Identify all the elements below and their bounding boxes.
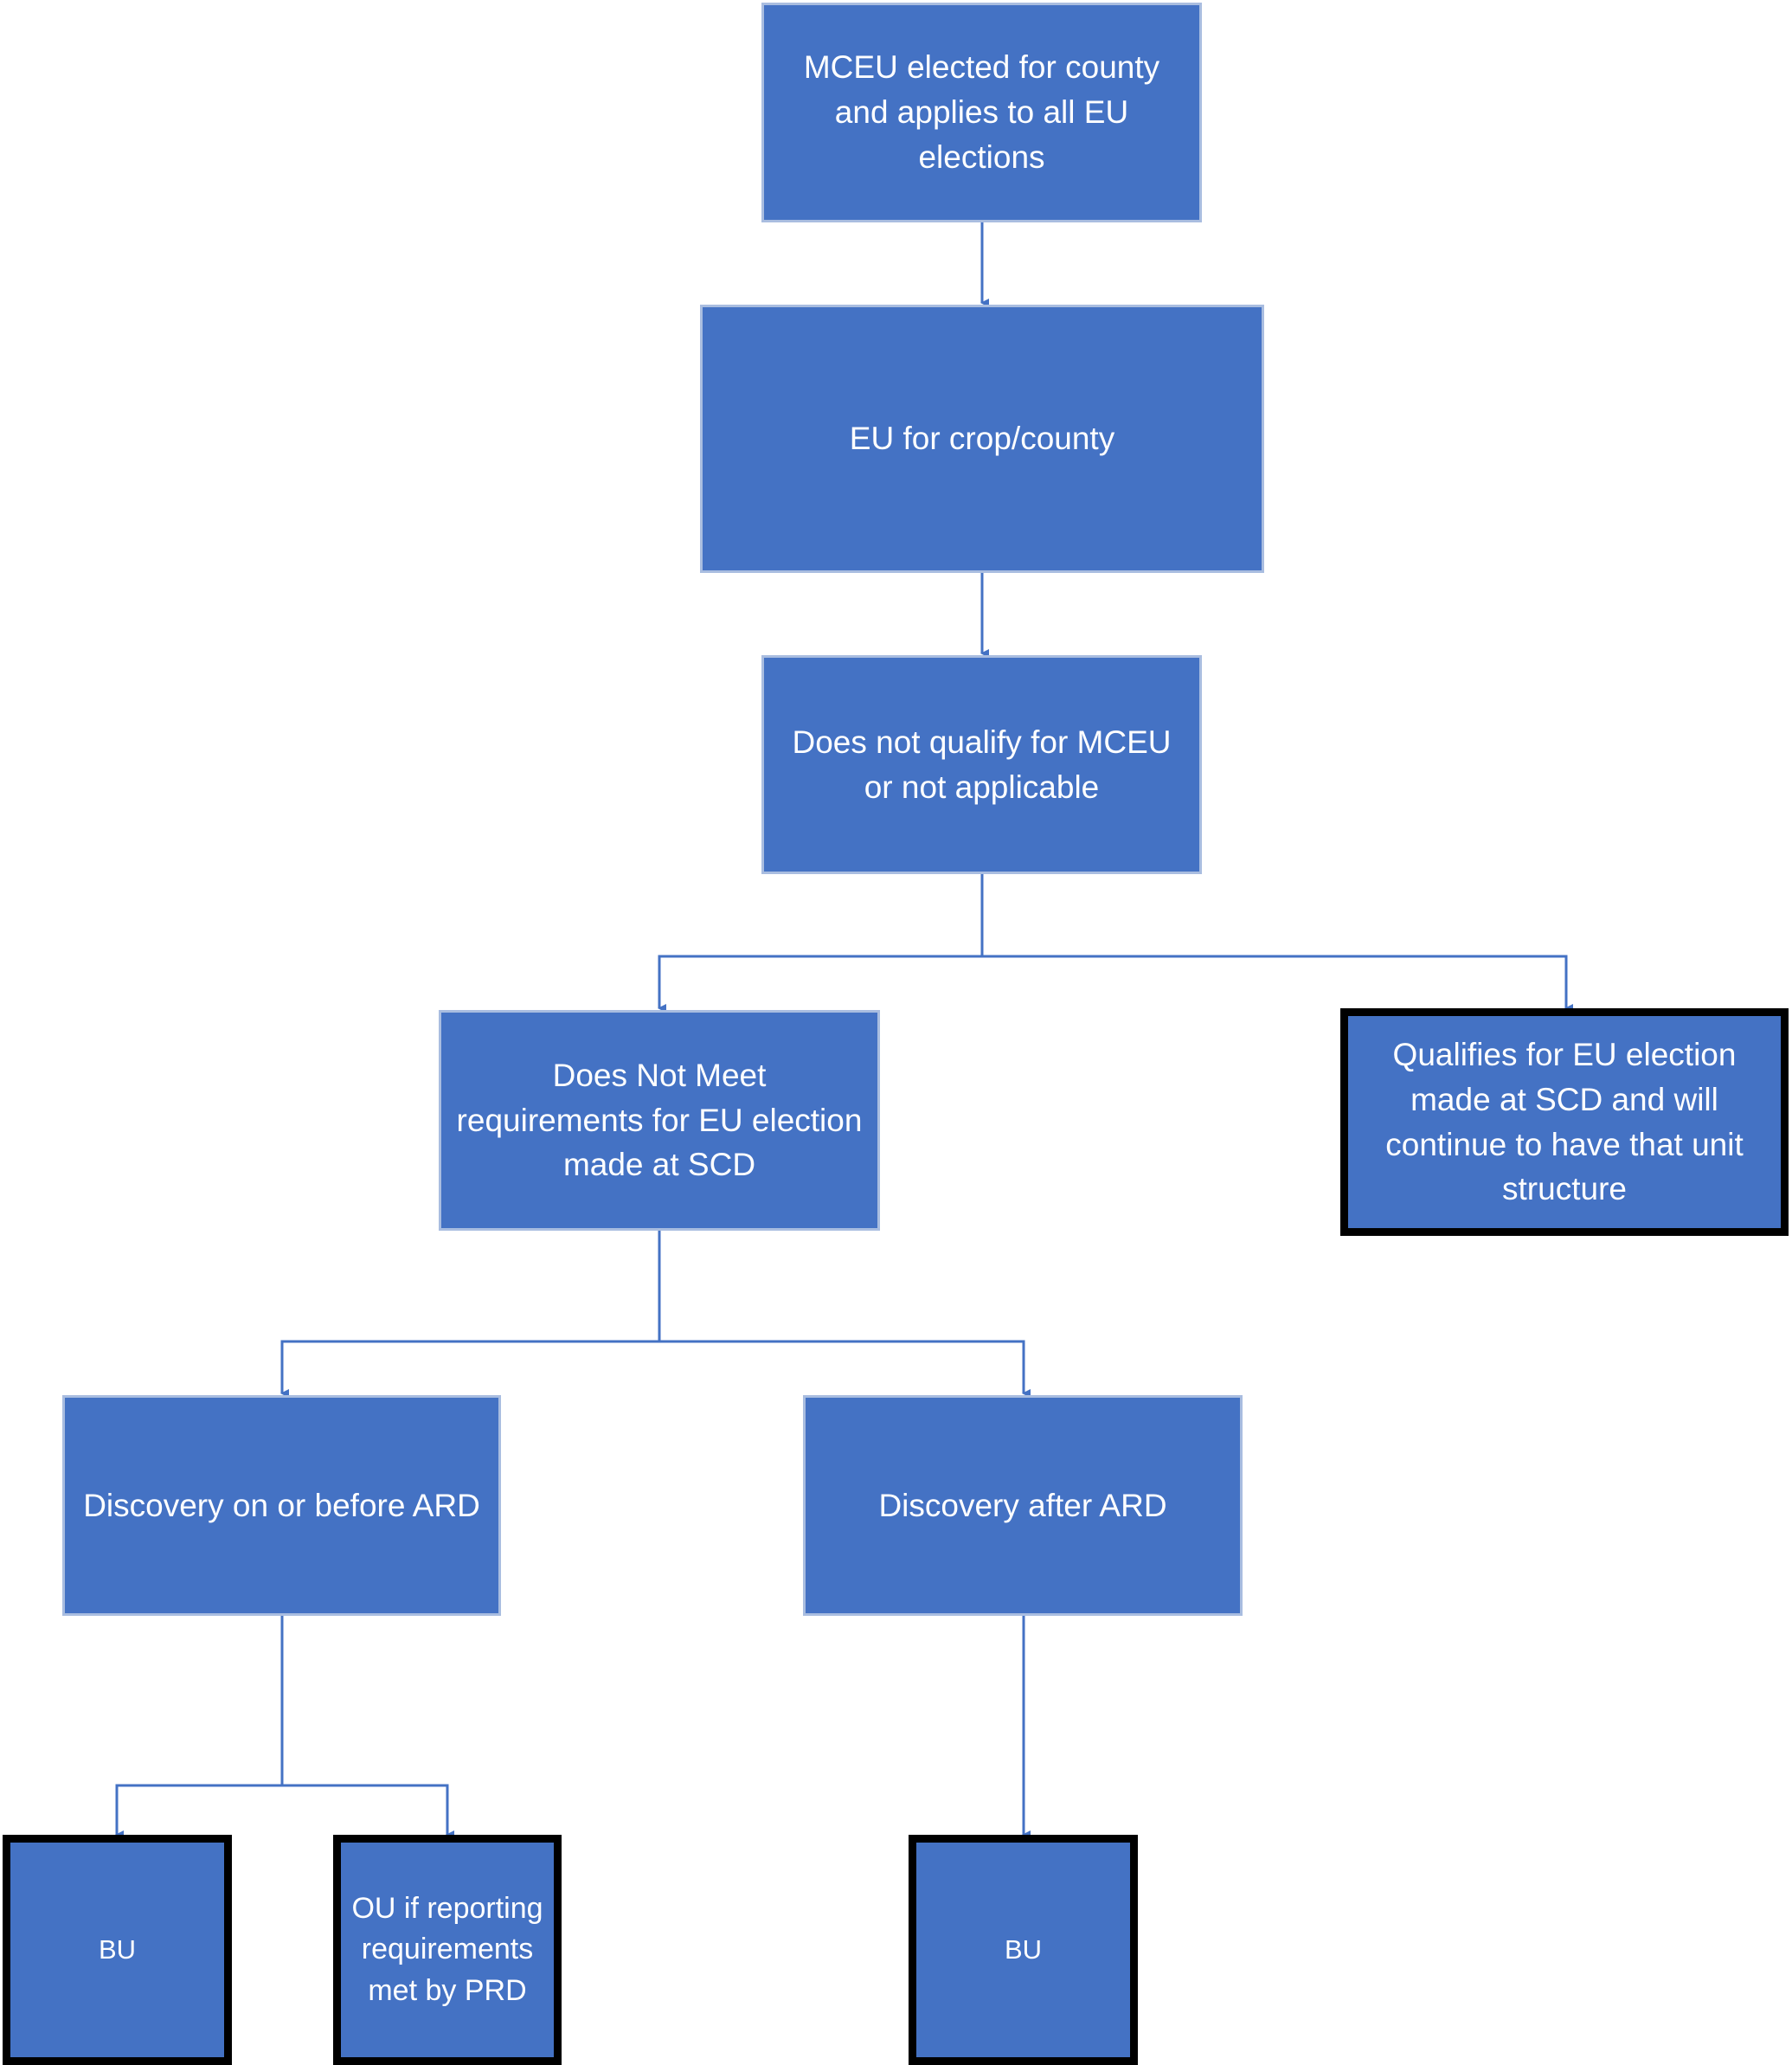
connector-disc-before-to-bu-left: [115, 1784, 282, 1839]
node-does-not-meet: Does Not Meet requirements for EU electi…: [439, 1010, 880, 1231]
node-discovery-on-or-before-ard-label: Discovery on or before ARD: [83, 1487, 480, 1523]
node-eu-for-crop-county-label: EU for crop/county: [849, 421, 1115, 457]
connector-not-meet-to-disc-before: [280, 1340, 659, 1398]
node-discovery-after-ard-label: Discovery after ARD: [878, 1487, 1167, 1523]
node-qualifies-for-eu: Qualifies for EU election made at SCD an…: [1340, 1008, 1789, 1236]
node-eu-for-crop-county: EU for crop/county: [700, 305, 1264, 573]
node-bu-left-label: BU: [98, 1934, 137, 1965]
node-does-not-qualify: Does not qualify for MCEU or not applica…: [761, 655, 1202, 874]
node-bu-right-label: BU: [1004, 1934, 1043, 1965]
node-qualifies-for-eu-label: Qualifies for EU election made at SCD an…: [1385, 1036, 1744, 1207]
node-ou-if-reporting: OU if reporting requirements met by PRD: [333, 1835, 562, 2065]
connector-not-qualify-to-not-meet: [658, 955, 982, 1013]
node-bu-right: BU: [909, 1835, 1138, 2065]
node-discovery-on-or-before-ard: Discovery on or before ARD: [62, 1395, 501, 1616]
node-does-not-meet-label: Does Not Meet requirements for EU electi…: [456, 1057, 863, 1183]
connector-not-qualify-to-qualifies: [982, 955, 1573, 1013]
node-discovery-after-ard: Discovery after ARD: [803, 1395, 1243, 1616]
node-does-not-qualify-label: Does not qualify for MCEU or not applica…: [792, 724, 1172, 805]
node-ou-if-reporting-label: OU if reporting requirements met by PRD: [351, 1891, 543, 2007]
node-bu-left: BU: [3, 1835, 232, 2065]
node-mceu-elected-label: MCEU elected for county and applies to a…: [803, 49, 1160, 175]
node-mceu-elected: MCEU elected for county and applies to a…: [761, 3, 1202, 222]
connector-disc-before-to-ou: [282, 1784, 454, 1839]
connector-not-meet-to-disc-after: [659, 1340, 1031, 1398]
